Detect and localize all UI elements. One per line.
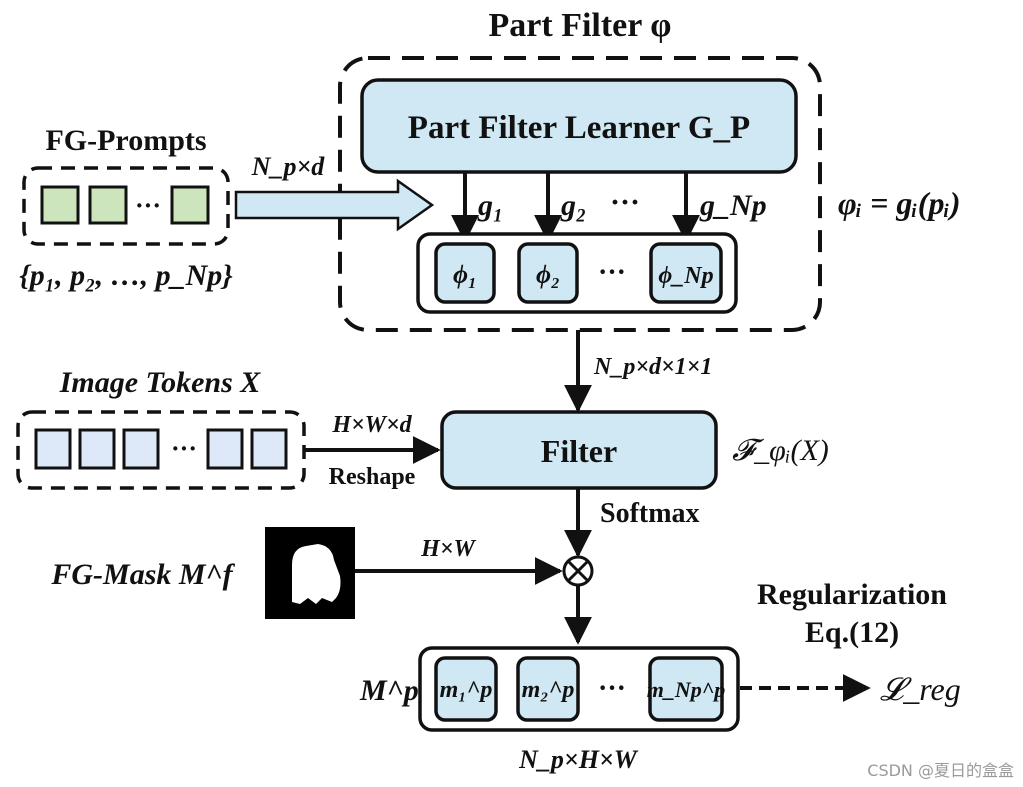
watermark: CSDN @夏日的盒盒	[867, 761, 1014, 780]
regularization-label: Regularization	[757, 578, 947, 611]
reshape-label: Reshape	[329, 464, 416, 490]
fg-prompts-set: {p₁, p₂, …, p_Np}	[19, 259, 233, 292]
part-mask-label-np: m_Np^p	[647, 677, 726, 702]
part-mask-box-np	[648, 656, 724, 722]
fg-mask-label: FG-Mask M^f	[50, 558, 235, 591]
phi-equation: φᵢ = gᵢ(pᵢ)	[838, 185, 961, 221]
image-token-5	[250, 428, 288, 470]
mp-label: M^p	[359, 674, 419, 707]
filter-output-label: 𝓕_φᵢ(X)	[732, 434, 829, 467]
equation-ref: Eq.(12)	[805, 616, 899, 649]
part-filter-title: Part Filter φ	[489, 7, 672, 44]
part-filter-learner-label: Part Filter Learner G_P	[408, 110, 750, 146]
part-mask-box-2	[516, 656, 580, 722]
dim-hwd: H×W×d	[331, 412, 412, 438]
part-mask-ellipsis: ···	[598, 673, 626, 704]
image-tokens-title: Image Tokens X	[59, 366, 262, 399]
image-token-ellipsis: ···	[171, 434, 197, 463]
filter-label: Filter	[541, 433, 617, 469]
phi-label-2: ϕ₂	[536, 260, 560, 289]
generator-label-2: g₂	[560, 189, 586, 222]
part-mask-label-1: m₁^p	[440, 677, 493, 703]
prompt-ellipsis: ···	[135, 191, 161, 220]
part-filter-learner-box	[360, 78, 798, 174]
generator-ellipsis: ···	[610, 186, 640, 219]
generator-label-1: g₁	[477, 189, 503, 222]
fg-mask-silhouette	[292, 544, 341, 604]
prompt-to-filter-arrow	[234, 178, 435, 232]
dim-np-d-1-1: N_p×d×1×1	[593, 354, 712, 380]
dim-hw: H×W	[420, 536, 476, 562]
phi-box-1	[434, 242, 496, 304]
image-token-3	[122, 428, 160, 470]
multiply-cross-b	[566, 559, 590, 583]
phi-label-1: ϕ₁	[453, 260, 477, 289]
prompt-token-np	[170, 185, 210, 225]
phi-box-np	[649, 242, 723, 304]
softmax-label: Softmax	[600, 498, 700, 529]
fg-prompts-title: FG-Prompts	[45, 124, 206, 157]
image-token-4	[206, 428, 244, 470]
prompt-token-2	[88, 185, 128, 225]
dim-np-d: N_p×d	[251, 152, 326, 181]
part-mask-box-1	[434, 656, 498, 722]
dim-np-hw: N_p×H×W	[518, 745, 639, 774]
image-token-1	[34, 428, 72, 470]
generator-label-np: g_Np	[699, 189, 767, 222]
part-mask-label-2: m₂^p	[522, 677, 575, 703]
phi-label-np: ϕ_Np	[658, 263, 713, 289]
image-token-2	[78, 428, 116, 470]
phi-ellipsis: ···	[598, 257, 626, 288]
prompt-token-1	[40, 185, 80, 225]
fg-prompts-container	[22, 166, 230, 246]
phi-box-2	[517, 242, 579, 304]
loss-label: 𝓛_reg	[880, 671, 961, 707]
